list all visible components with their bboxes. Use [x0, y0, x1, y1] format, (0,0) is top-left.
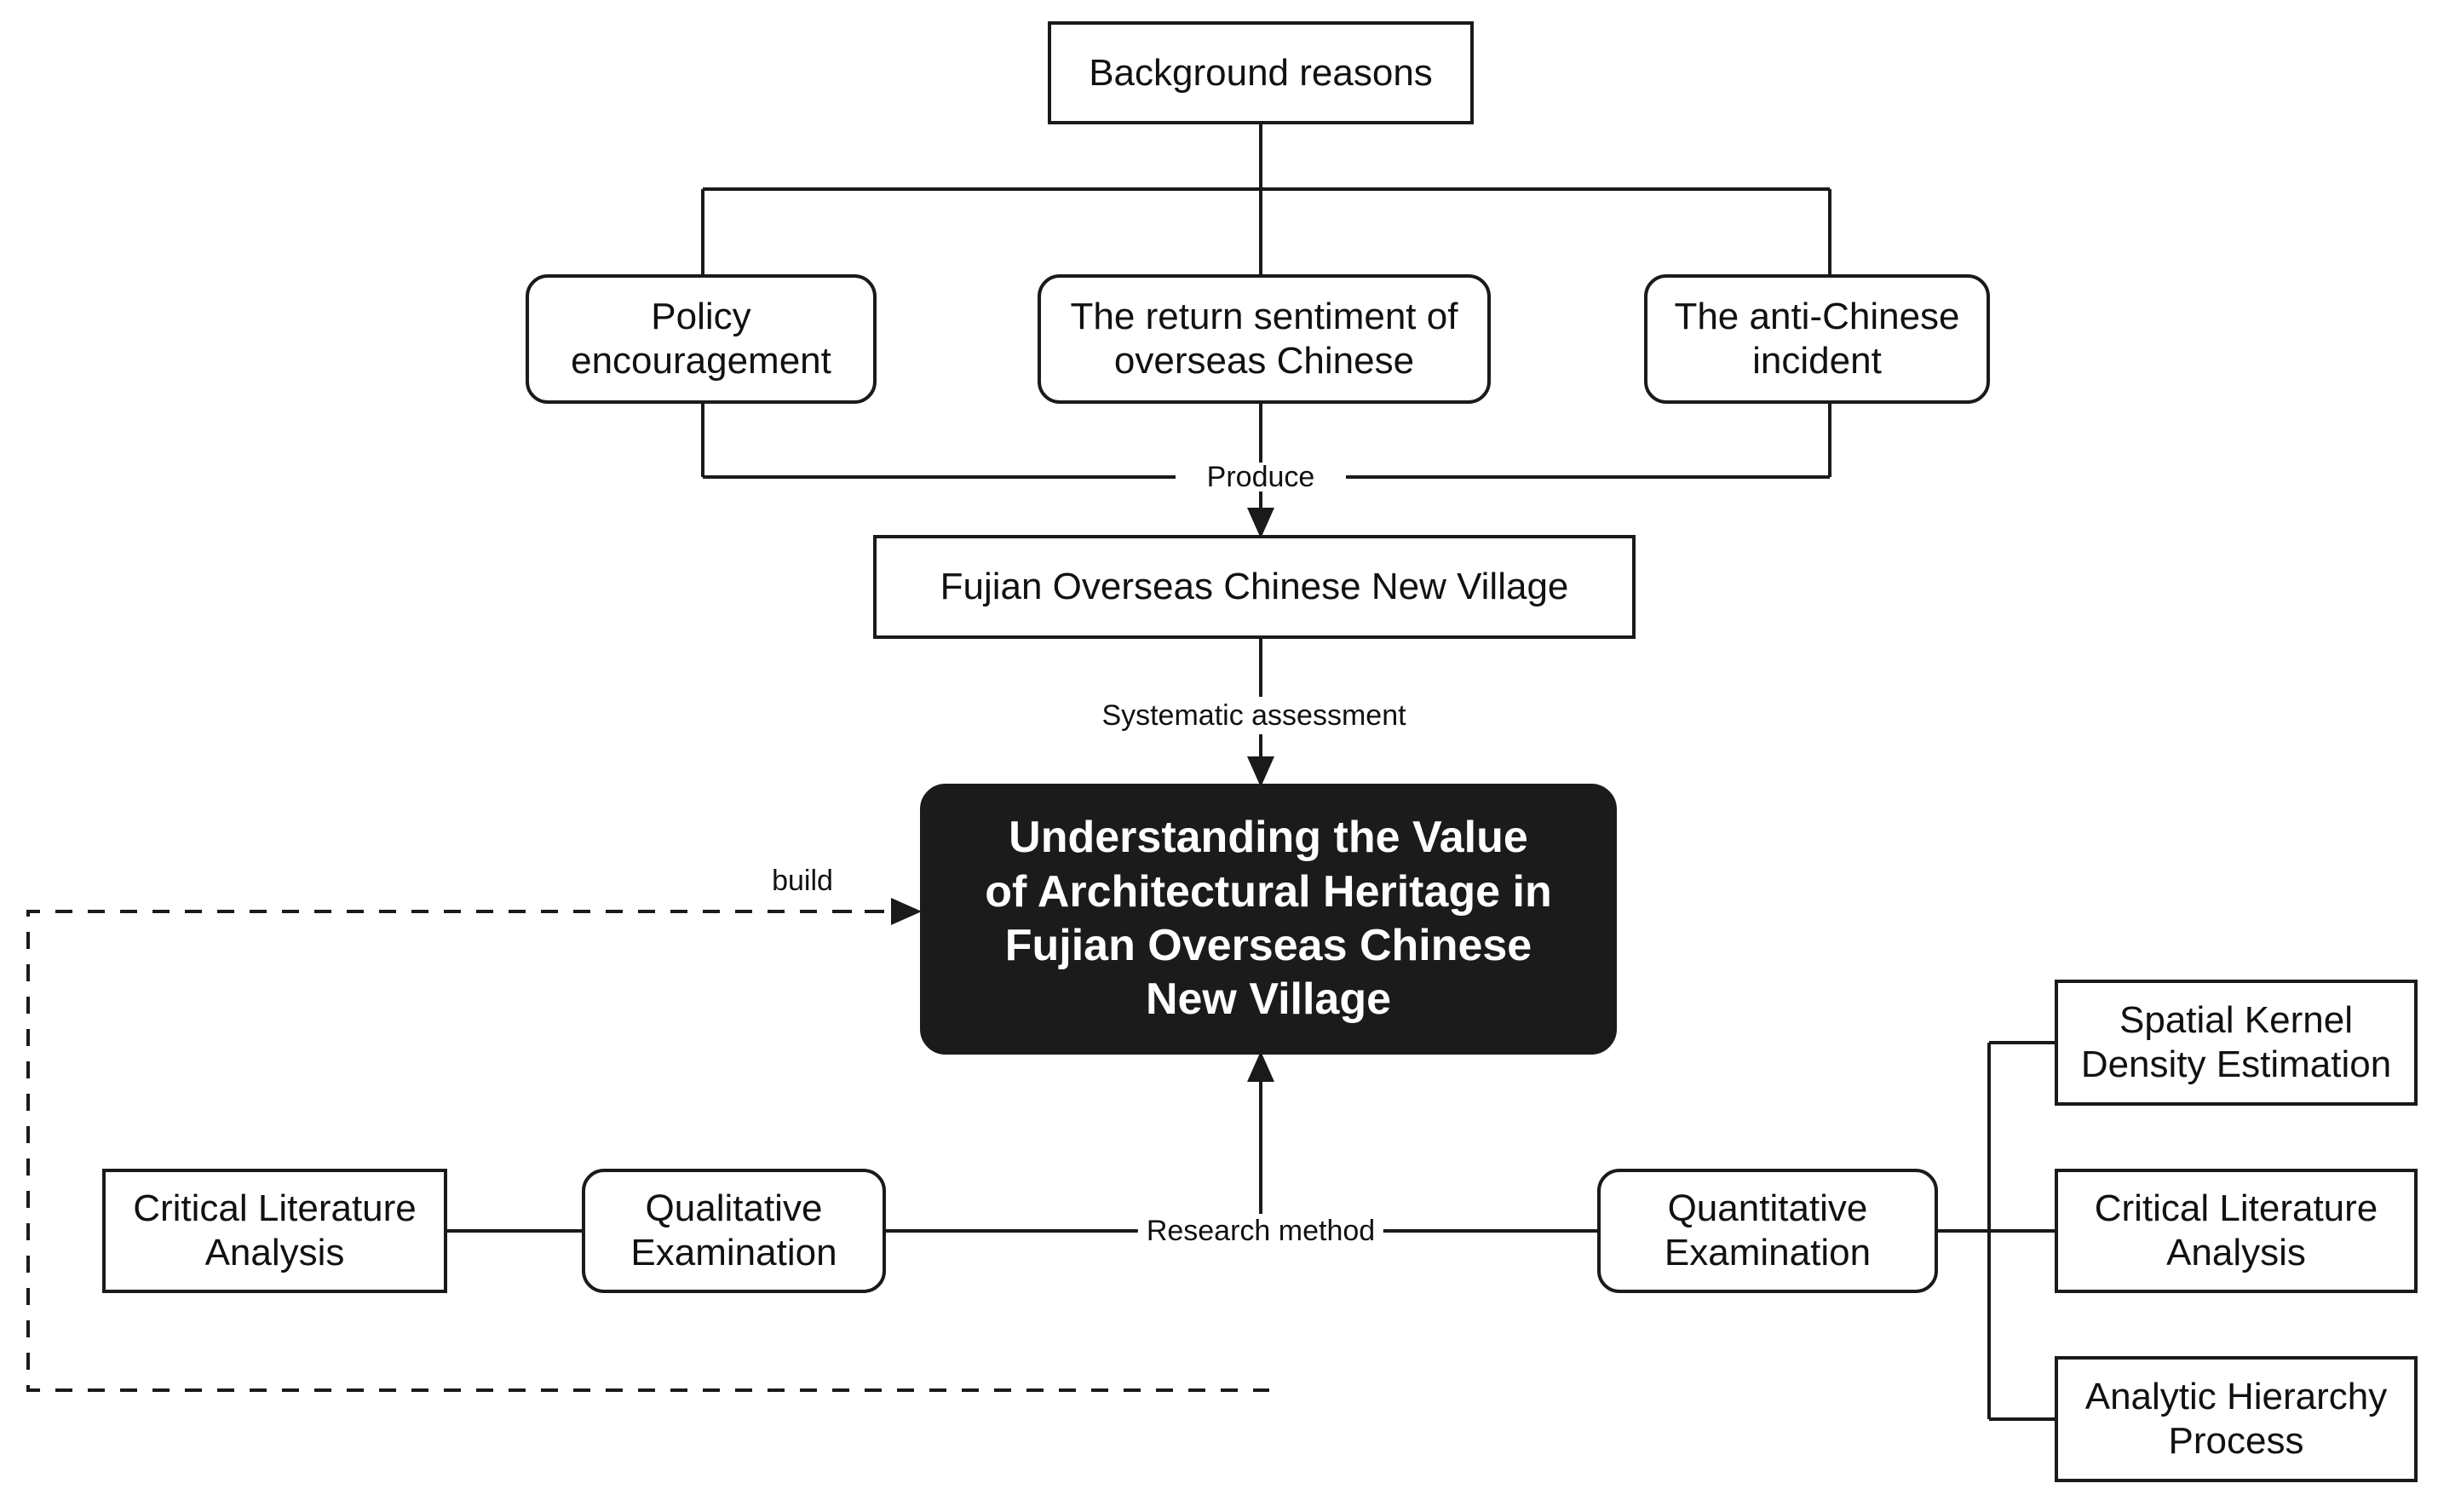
node-core-topic[interactable]: Understanding the Value of Architectural… [920, 784, 1617, 1055]
node-analytic-hierarchy-process[interactable]: Analytic Hierarchy Process [2055, 1356, 2418, 1482]
node-return-sentiment[interactable]: The return sentiment of overseas Chinese [1038, 274, 1491, 404]
node-fujian-village[interactable]: Fujian Overseas Chinese New Village [873, 535, 1636, 639]
node-quantitative-examination[interactable]: Quantitative Examination [1597, 1169, 1938, 1293]
node-qualitative-examination[interactable]: Qualitative Examination [582, 1169, 886, 1293]
node-spatial-kernel-density[interactable]: Spatial Kernel Density Estimation [2055, 980, 2418, 1106]
edge-label-build: build [763, 866, 842, 895]
node-policy-encouragement[interactable]: Policy encouragement [526, 274, 877, 404]
edge-label-produce: Produce [1198, 463, 1324, 492]
node-critical-literature-right[interactable]: Critical Literature Analysis [2055, 1169, 2418, 1293]
node-anti-chinese-incident[interactable]: The anti-Chinese incident [1644, 274, 1990, 404]
node-background-reasons[interactable]: Background reasons [1048, 21, 1474, 124]
edge-label-research-method: Research method [1137, 1216, 1384, 1245]
edge-label-systematic-assessment: Systematic assessment [1093, 701, 1415, 730]
node-critical-literature-left[interactable]: Critical Literature Analysis [102, 1169, 447, 1293]
